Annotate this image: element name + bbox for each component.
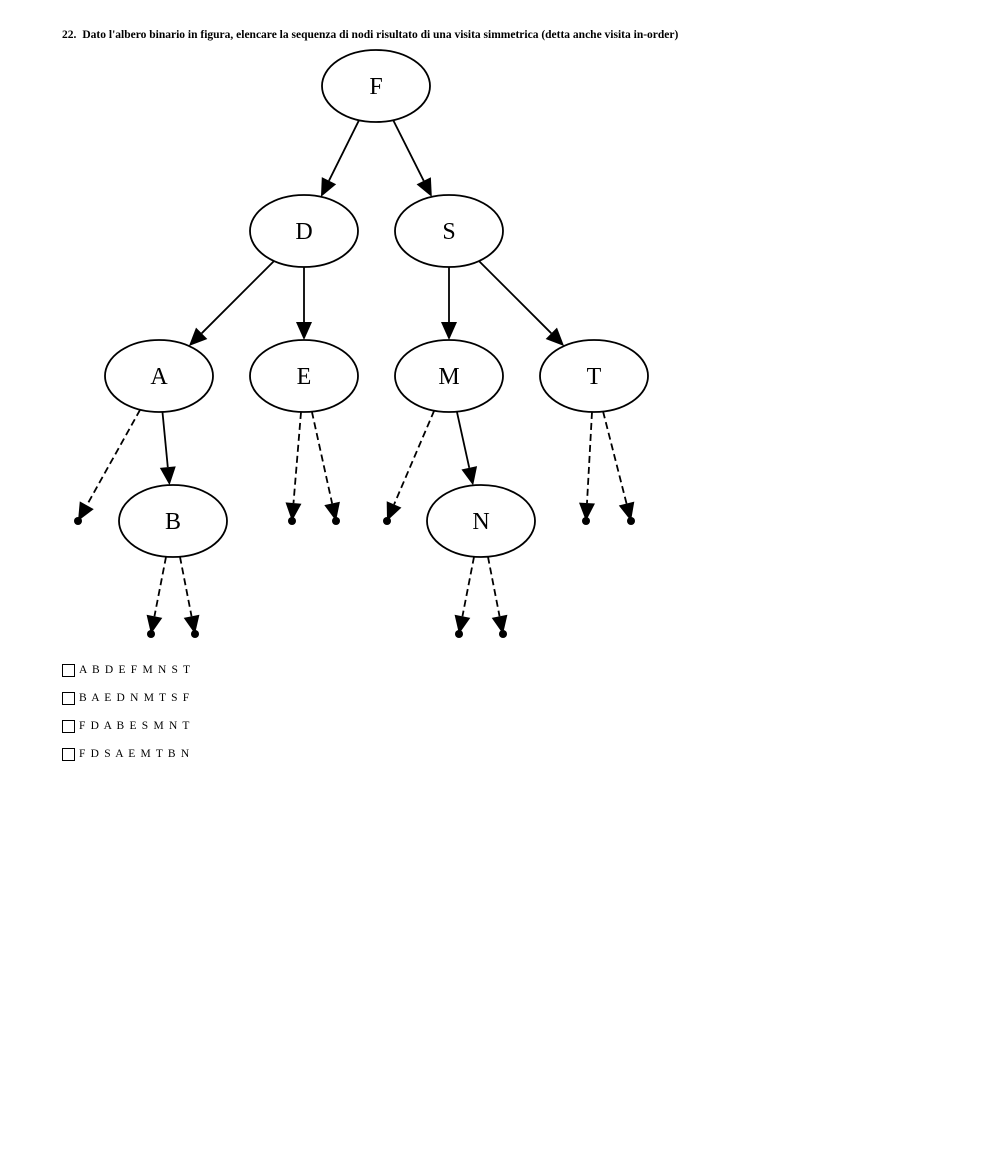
answer-checkbox-3[interactable] <box>62 719 75 733</box>
edge-e-null <box>285 411 302 521</box>
tree-node-label: M <box>438 364 459 390</box>
tree-node-ellipse <box>321 49 431 123</box>
tree-node-label: S <box>442 219 455 245</box>
answer-label-1: A B D E F M N S T <box>79 664 192 676</box>
null-leaf-point <box>499 630 507 638</box>
question-number: 22. <box>62 29 77 41</box>
tree-node-label: T <box>587 364 602 390</box>
answer-checkbox-4[interactable] <box>62 747 75 761</box>
edge-e-null <box>310 411 340 521</box>
tree-node-ellipse <box>249 194 359 268</box>
answer-option-3[interactable]: F D A B E S M N T <box>62 712 191 740</box>
null-leaf-point <box>383 517 391 525</box>
edge-b-null <box>179 556 200 634</box>
tree-node-label: D <box>295 219 312 245</box>
tree-node-label: N <box>472 509 489 535</box>
answer-option-1[interactable]: A B D E F M N S T <box>62 656 191 684</box>
tree-node-a: A <box>104 339 214 413</box>
answer-label-3: F D A B E S M N T <box>79 720 191 732</box>
edge-t-null <box>579 411 595 521</box>
edge-b-null <box>146 556 167 634</box>
edge-m-null <box>386 410 436 521</box>
edge-f-d <box>320 119 360 197</box>
binary-tree-diagram: F D S A E M T B N <box>74 49 649 638</box>
tree-node-ellipse <box>394 339 504 413</box>
answer-checkbox-2[interactable] <box>62 691 75 705</box>
tree-node-ellipse <box>118 484 228 558</box>
tree-node-ellipse <box>426 484 536 558</box>
edge-d-a <box>188 260 275 347</box>
null-leaf-point <box>191 630 199 638</box>
tree-node-label: B <box>165 509 181 535</box>
edge-s-t <box>478 260 565 347</box>
edge-t-null <box>602 411 635 521</box>
tree-node-ellipse <box>394 194 504 268</box>
null-leaf-point <box>288 517 296 525</box>
tree-node-label: A <box>150 364 168 390</box>
null-leaf-point <box>332 517 340 525</box>
null-leaf-point <box>74 517 82 525</box>
tree-node-label: E <box>297 364 312 390</box>
answer-label-4: F D S A E M T B N <box>79 748 191 760</box>
tree-node-label: F <box>369 74 382 100</box>
edge-d-e <box>296 267 312 340</box>
tree-node-s: S <box>394 194 504 268</box>
answer-option-2[interactable]: B A E D N M T S F <box>62 684 191 712</box>
question-prompt: Dato l'albero binario in figura, elencar… <box>82 29 679 41</box>
tree-node-f: F <box>321 49 431 123</box>
tree-node-ellipse <box>249 339 359 413</box>
null-leaf-point <box>582 517 590 525</box>
edge-n-null <box>454 556 475 634</box>
answer-options: A B D E F M N S T B A E D N M T S F F D … <box>62 656 191 768</box>
answer-option-4[interactable]: F D S A E M T B N <box>62 740 191 768</box>
question-text: 22. Dato l'albero binario in figura, elen… <box>62 29 678 41</box>
null-leaf-point <box>455 630 463 638</box>
edge-a-null <box>78 409 141 521</box>
tree-node-n: N <box>426 484 536 558</box>
tree-node-ellipse <box>104 339 214 413</box>
edge-a-b <box>159 411 176 486</box>
tree-node-e: E <box>249 339 359 413</box>
answer-checkbox-1[interactable] <box>62 663 75 677</box>
edge-s-m <box>441 267 457 340</box>
tree-node-t: T <box>539 339 649 413</box>
null-leaf-point <box>627 517 635 525</box>
tree-node-d: D <box>249 194 359 268</box>
null-leaf-point <box>147 630 155 638</box>
tree-node-ellipse <box>539 339 649 413</box>
tree-node-m: M <box>394 339 504 413</box>
edge-f-s <box>392 119 432 197</box>
edge-m-n <box>455 411 478 486</box>
answer-label-2: B A E D N M T S F <box>79 692 191 704</box>
edge-n-null <box>487 556 508 634</box>
tree-node-b: B <box>118 484 228 558</box>
